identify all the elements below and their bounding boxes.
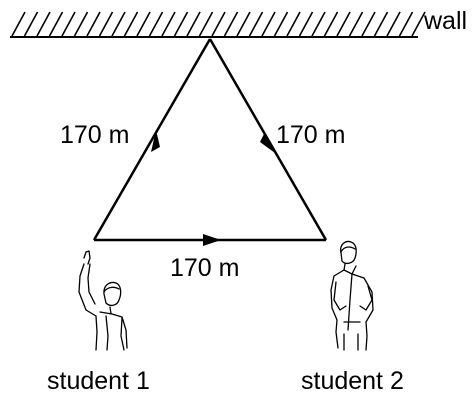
wall-hatch-line <box>136 11 151 37</box>
wall-hatch-line <box>386 11 401 37</box>
edge-label-bottom: 170 m <box>170 254 239 282</box>
wall-hatch-line <box>98 11 114 37</box>
wall-hatch-line <box>198 11 214 37</box>
wall-hatch-line <box>173 11 189 37</box>
path-edge-right <box>208 38 328 241</box>
wall-hatch-line <box>398 11 414 37</box>
wall-hatch-line <box>161 11 176 37</box>
wall <box>10 11 426 38</box>
wall-hatch-line <box>298 11 314 37</box>
wall-hatch-line <box>148 11 164 37</box>
wall-hatch-line <box>411 11 426 37</box>
student-1-label: student 1 <box>47 367 150 395</box>
wall-hatch-line <box>373 11 389 37</box>
wall-hatch-line <box>111 11 126 37</box>
arrow-down-right-edge <box>260 134 275 153</box>
wall-hatch-line <box>361 11 376 37</box>
wall-hatch-line <box>286 11 301 37</box>
wall-hatch-line <box>211 11 226 37</box>
wall-hatch-line <box>23 11 39 37</box>
arrow-right-bottom-edge <box>203 234 221 246</box>
wall-hatch-line <box>73 11 89 37</box>
wall-hatch-line <box>261 11 276 37</box>
student-2-label: student 2 <box>301 367 404 395</box>
wall-hatch-line <box>323 11 339 37</box>
wall-hatch-line <box>86 11 101 37</box>
edge-label-left: 170 m <box>60 121 129 149</box>
wall-label: wall <box>423 7 467 35</box>
student-1-figure <box>78 250 128 351</box>
student-2-figure <box>330 240 374 351</box>
path-edge-left <box>92 38 212 241</box>
wall-hatch-line <box>48 11 64 37</box>
wall-hatch-line <box>348 11 364 37</box>
wall-hatch-line <box>273 11 289 37</box>
wall-hatch-line <box>223 11 239 37</box>
wall-hatch-line <box>236 11 251 37</box>
wall-hatch-line <box>336 11 351 37</box>
wall-hatch-line <box>123 11 139 37</box>
wall-hatch-line <box>36 11 51 37</box>
edge-label-right: 170 m <box>276 121 345 149</box>
wall-hatch-line <box>186 11 201 37</box>
wall-hatch-line <box>248 11 264 37</box>
wall-hatch-line <box>11 11 26 37</box>
wall-hatch-line <box>61 11 76 37</box>
wall-hatch-line <box>311 11 326 37</box>
wall-hatching <box>11 11 426 37</box>
arrow-up-left-edge <box>151 130 160 152</box>
